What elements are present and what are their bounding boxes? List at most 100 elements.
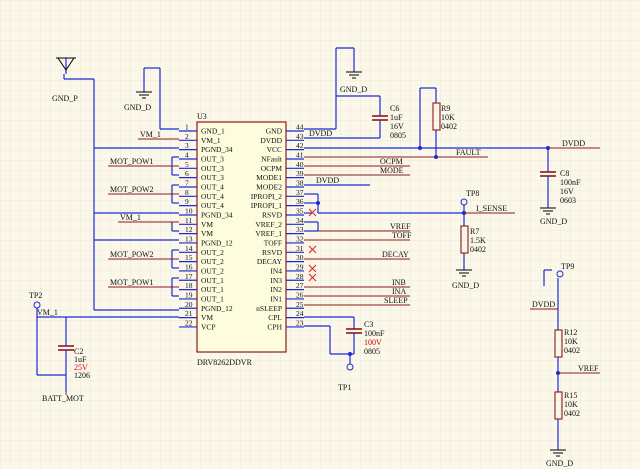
ic-pin-name: OUT_4 — [201, 192, 224, 201]
ic-pin-number: 7 — [185, 178, 189, 187]
ic-pin-name: OUT_4 — [201, 182, 224, 191]
r15-value: 10K — [564, 400, 578, 409]
ic-pin-number: 38 — [296, 178, 304, 187]
ic-pin-name: VREF_2 — [255, 220, 282, 229]
ic-pin-number: 29 — [296, 262, 304, 271]
c2-package: 1206 — [74, 371, 90, 380]
c2-ref: C2 — [74, 347, 83, 356]
gnd-d-r15-label: GND_D — [546, 459, 573, 468]
ic-pin-number: 8 — [185, 188, 189, 197]
ic-pin-number: 14 — [185, 244, 193, 253]
ic-pin-name: VCC — [267, 145, 282, 154]
ic-pin-number: 33 — [296, 225, 304, 234]
ic-pin-number: 39 — [296, 169, 304, 178]
r12-package: 0402 — [564, 346, 580, 355]
ic-pin-name: VM — [201, 229, 213, 238]
ic-pin-number: 19 — [185, 290, 193, 299]
net-mot-pow2-a: MOT_POW2 — [110, 185, 154, 194]
r9-package: 0402 — [441, 122, 457, 131]
ic-pin-number: 26 — [296, 290, 304, 299]
tp2-ref: TP2 — [29, 291, 42, 300]
ic-pin-number: 42 — [296, 141, 304, 150]
ic-pin-number: 23 — [296, 318, 304, 327]
tp8-ref: TP8 — [466, 189, 479, 198]
ic-pin-name: GND_1 — [201, 127, 225, 136]
gnd-p-label: GND_P — [52, 94, 78, 103]
ic-pin-number: 3 — [185, 141, 189, 150]
net-mot-pow2-b: MOT_POW2 — [110, 250, 154, 259]
net-mot-pow1-a: MOT_POW1 — [110, 157, 154, 166]
ic-part-number: DRV8262DDVR — [197, 358, 253, 367]
net-dvdd-divider: DVDD — [532, 300, 555, 309]
ic-pin-number: 6 — [185, 169, 189, 178]
net-sleep: SLEEP — [384, 296, 408, 305]
ic-pin-name: TOFF — [264, 238, 282, 247]
gnd-d-u3-label: GND_D — [340, 85, 367, 94]
ic-body — [196, 121, 287, 353]
ic-pin-name: IN1 — [270, 294, 282, 303]
ic-pin-number: 25 — [296, 300, 304, 309]
c8-ref: C8 — [560, 169, 569, 178]
tp9-ref: TP9 — [561, 262, 574, 271]
ic-pin-name: PGND_12 — [201, 304, 233, 313]
ic-pin-name: IPROPI_1 — [251, 201, 283, 210]
net-inb: INB — [392, 278, 406, 287]
c6-voltage: 16V — [390, 122, 404, 131]
ic-pin-name: PGND_12 — [201, 238, 233, 247]
ic-pin-number: 30 — [296, 253, 304, 262]
net-vref: VREF — [390, 222, 411, 231]
right-wiring: GND_D C6 1uF 16V 0805 DVDD DVDD R9 10K 0… — [304, 47, 600, 468]
net-vref-divider: VREF — [578, 364, 599, 373]
ic-pin-number: 34 — [296, 216, 304, 225]
ic-pin-number: 44 — [296, 123, 304, 132]
ic-pin-name: DVDD — [260, 136, 282, 145]
ic-pin-name: VM_1 — [201, 136, 221, 145]
ic-pin-name: OUT_3 — [201, 154, 224, 163]
ic-pin-name: RSVD — [262, 210, 283, 219]
net-decay: DECAY — [382, 250, 409, 259]
ic-pin-name: OUT_4 — [201, 201, 224, 210]
ic-pin-name: IN2 — [270, 285, 282, 294]
ic-pin-number: 5 — [185, 160, 189, 169]
c3-voltage: 100V — [364, 338, 382, 347]
c3-value: 100nF — [364, 329, 385, 338]
ic-pin-number: 22 — [185, 318, 193, 327]
ic-pin-number: 43 — [296, 132, 304, 141]
tp1-symbol[interactable] — [346, 363, 354, 371]
ic-pin-number: 27 — [296, 281, 304, 290]
gnd-d-r7-label: GND_D — [452, 281, 479, 290]
ic-pin-name: MODE1 — [256, 173, 282, 182]
ic-pin-name: DECAY — [257, 257, 283, 266]
ic-pin-name: RSVD — [262, 248, 283, 257]
ic-pin-number: 36 — [296, 197, 304, 206]
ic-pin-name: OUT_1 — [201, 285, 224, 294]
net-vm1-top: VM_1 — [140, 130, 161, 139]
c2-voltage: 25V — [74, 363, 88, 372]
tp1-ref: TP1 — [338, 383, 351, 392]
ic-ref: U3 — [197, 112, 207, 121]
tp9-symbol[interactable] — [556, 270, 564, 278]
ic-pin-name: nSLEEP — [256, 304, 282, 313]
ic-pin-number: 11 — [185, 216, 192, 225]
r9-ref: R9 — [441, 104, 450, 113]
ic-pin-number: 2 — [185, 132, 189, 141]
ic-pin-number: 21 — [185, 309, 193, 318]
ic-pin-name: OUT_2 — [201, 266, 224, 275]
net-mode: MODE — [380, 166, 404, 175]
ic-pin-name: GND — [266, 127, 283, 136]
c3-ref: C3 — [364, 320, 373, 329]
c8-package: 0603 — [560, 196, 576, 205]
ic-pin-number: 10 — [185, 206, 193, 215]
gnd-p-symbol — [57, 57, 75, 71]
ic-pin-number: 17 — [185, 272, 193, 281]
c6-package: 0805 — [390, 131, 406, 140]
c8-value: 100nF — [560, 178, 581, 187]
r15-ref: R15 — [564, 391, 577, 400]
ic-right-pins: 44GND43DVDD42VCC41NFault40OCPM39MODE138M… — [251, 123, 304, 331]
ic-pin-name: VM — [201, 313, 213, 322]
ic-pin-number: 28 — [296, 272, 304, 281]
